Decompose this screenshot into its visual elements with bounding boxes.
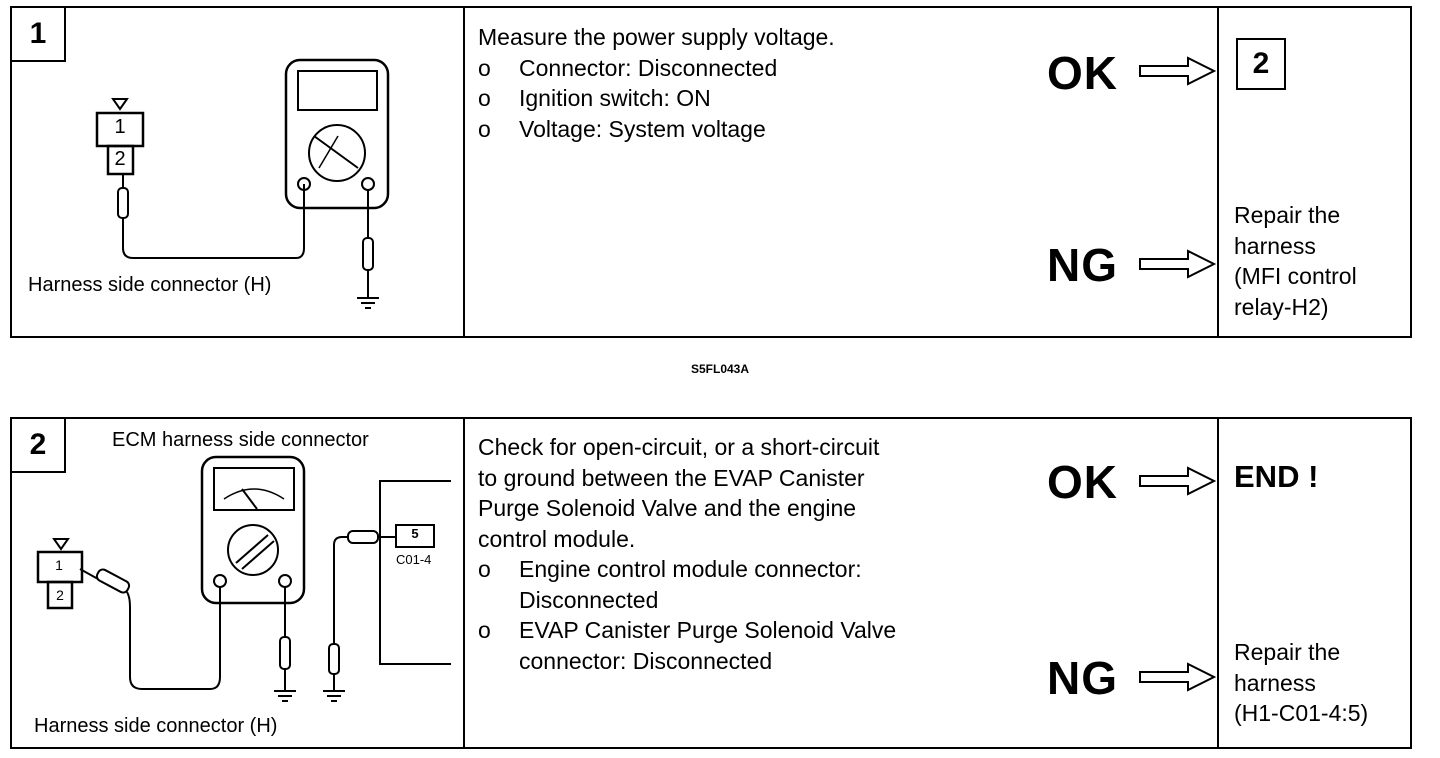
step-2-instructions-cell: Check for open-circuit, or a short-circu…	[465, 419, 1219, 747]
right-arrow-icon	[1139, 466, 1217, 496]
item-text: Voltage: System voltage	[519, 115, 766, 142]
right-arrow-icon	[1139, 662, 1217, 692]
result-line: Repair the	[1234, 639, 1341, 665]
ecm-pin-label: 5	[411, 526, 419, 541]
step-2-instructions: Check for open-circuit, or a short-circu…	[478, 432, 896, 676]
ng-label: NG	[1047, 239, 1118, 291]
item-text: Ignition switch: ON	[519, 85, 711, 111]
step-2-figure-cell: 2 ECM harness side connector	[12, 419, 465, 747]
step-2-title-line: control module.	[478, 525, 636, 552]
connector-pin-1-label: 1	[55, 557, 63, 573]
item-line: connector: Disconnected	[519, 647, 773, 674]
connector-pin-2-label: 2	[56, 587, 64, 603]
ecm-connector-label: C01-4	[396, 552, 432, 567]
list-item: o Ignition switch: ON	[478, 83, 835, 114]
goto-step-2-box: 2	[1236, 38, 1286, 90]
right-arrow-icon	[1139, 56, 1217, 86]
list-item: o EVAP Canister Purge Solenoid Valve conne…	[478, 615, 896, 676]
end-label: END !	[1234, 459, 1319, 494]
result-line: (MFI control	[1234, 263, 1357, 289]
item-line: Engine control module connector:	[519, 556, 862, 582]
step-1-figure-cell: 1 1 2 Harness sid	[12, 8, 465, 336]
step-2-title-line: Check for open-circuit, or a short-circu…	[478, 434, 880, 460]
item-line: EVAP Canister Purge Solenoid Valve	[519, 617, 897, 643]
step-2-multimeter-diagram	[36, 455, 451, 702]
ok-label: OK	[1047, 456, 1118, 508]
ok-label: OK	[1047, 47, 1118, 99]
step-1-multimeter-diagram	[95, 58, 390, 309]
ng-result-text: Repair the harness (MFI control relay-H2…	[1234, 200, 1357, 322]
list-item: o Engine control module connector: Disconn…	[478, 554, 896, 615]
step-2-title-line: to ground between the EVAP Canister	[478, 464, 865, 491]
connector-pin-1-label: 1	[114, 116, 126, 138]
result-line: relay-H2)	[1234, 293, 1329, 320]
item-line: Disconnected	[519, 586, 659, 613]
step-1-title: Measure the power supply voltage.	[478, 24, 835, 50]
bullet: o	[478, 115, 491, 142]
ng-label: NG	[1047, 652, 1118, 704]
harness-side-connector-caption: Harness side connector (H)	[28, 274, 272, 296]
right-arrow-icon	[1139, 249, 1217, 279]
connector-pin-2-label: 2	[114, 148, 126, 170]
result-line: Repair the	[1234, 202, 1341, 228]
list-item: o Voltage: System voltage	[478, 114, 835, 145]
step-1-number: 1	[12, 8, 66, 62]
bullet: o	[478, 556, 491, 582]
step-1-instructions-cell: Measure the power supply voltage. o Conne…	[465, 8, 1219, 336]
figure-id: S5FL043A	[690, 362, 750, 376]
result-line: (H1-C01-4:5)	[1234, 700, 1369, 726]
ecm-harness-label: ECM harness side connector	[112, 429, 369, 451]
step-1-table: 1 1 2 Harness sid	[10, 6, 1412, 338]
step-2-title-line: Purge Solenoid Valve and the engine	[478, 495, 857, 521]
step-1-result-cell: 2 Repair the harness (MFI control relay-…	[1219, 8, 1410, 336]
step-2-table: 2 ECM harness side connector	[10, 417, 1412, 749]
bullet: o	[478, 617, 491, 643]
bullet: o	[478, 54, 491, 81]
list-item: o Connector: Disconnected	[478, 53, 835, 84]
bullet: o	[478, 85, 491, 111]
step-2-number: 2	[12, 419, 66, 473]
harness-side-connector-caption: Harness side connector (H)	[34, 715, 278, 737]
result-line: harness	[1234, 232, 1316, 259]
item-text: Connector: Disconnected	[519, 54, 778, 81]
ng-result-text: Repair the harness (H1-C01-4:5)	[1234, 637, 1368, 729]
result-line: harness	[1234, 669, 1316, 696]
step-2-result-cell: END ! Repair the harness (H1-C01-4:5)	[1219, 419, 1410, 747]
step-1-instructions: Measure the power supply voltage. o Conne…	[478, 22, 835, 144]
